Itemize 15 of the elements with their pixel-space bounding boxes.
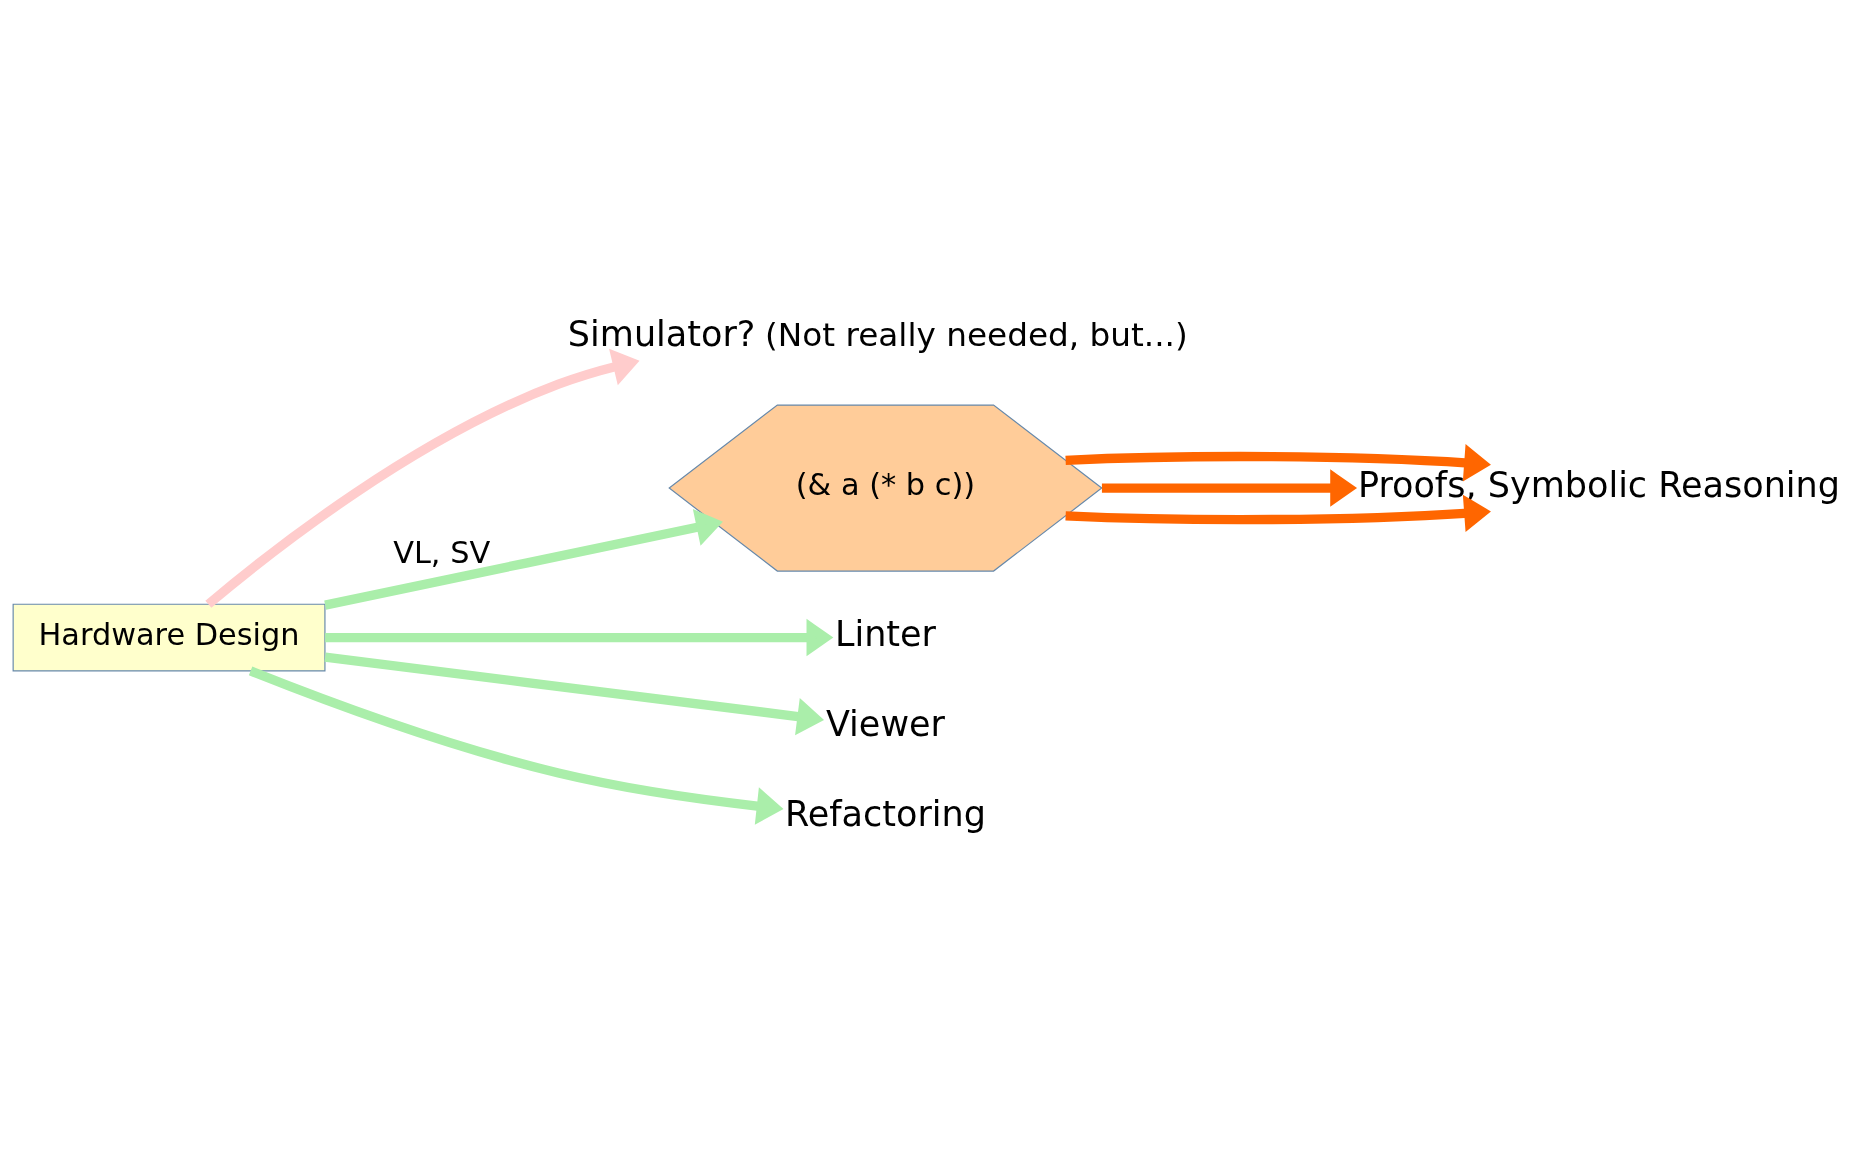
node-box: Hardware Design	[12, 603, 326, 672]
arrow	[325, 618, 834, 657]
edge-label: VL, SV	[393, 534, 491, 570]
arrow	[324, 509, 723, 610]
arrow	[1065, 494, 1491, 533]
arrow	[1101, 469, 1358, 507]
node-text: Linter	[834, 613, 937, 655]
node-text: Refactoring	[784, 793, 986, 835]
node-text: Viewer	[825, 703, 945, 745]
arrow	[248, 666, 784, 825]
arrow	[1065, 444, 1491, 482]
arrow	[205, 348, 640, 608]
node-text: Simulator? (Not really needed, but...)	[567, 313, 1188, 355]
arrow	[324, 652, 825, 736]
node-text: Proofs, Symbolic Reasoning	[1357, 463, 1841, 505]
